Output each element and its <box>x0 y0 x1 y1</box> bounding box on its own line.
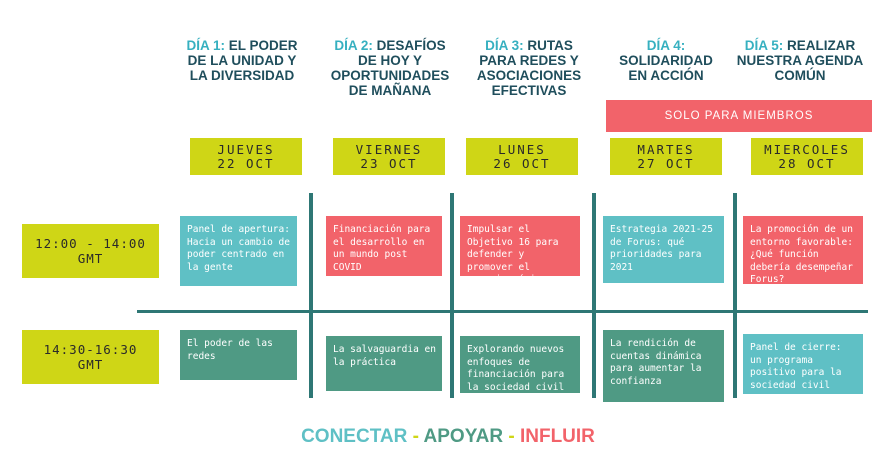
session-card: Impulsar el Objetivo 16 para defender y … <box>460 216 580 285</box>
day-5-label: DÍA 5: <box>744 38 784 53</box>
day-2-label: DÍA 2: <box>334 38 373 53</box>
date-label: 27 OCT <box>637 155 695 171</box>
session-card: Panel de cierre: un programa positivo pa… <box>743 334 863 394</box>
day-1-label: DÍA 1: <box>186 38 225 53</box>
time-zone: GMT <box>77 251 104 266</box>
date-box-thursday: JUEVES 22 OCT <box>190 138 302 175</box>
day-2-title: DÍA 2: DESAFÍOS DE HOY Y OPORTUNIDADES D… <box>330 38 450 98</box>
weekday-label: VIERNES <box>355 141 423 157</box>
session-card: Financiación para el desarrollo en un mu… <box>326 216 442 276</box>
date-box-monday: LUNES 26 OCT <box>466 138 578 175</box>
tagline: CONECTAR - APOYAR - INFLUIR <box>301 426 595 447</box>
date-box-wednesday: MIERCOLES 28 OCT <box>751 138 863 175</box>
grid-line-horizontal <box>137 310 868 313</box>
day-3-label: DÍA 3: <box>485 38 524 53</box>
day-1-title: DÍA 1: EL PODER DE LA UNIDAD Y LA DIVERS… <box>186 38 298 83</box>
time-range: 14:30-16:30 <box>43 342 138 357</box>
day-3-title: DÍA 3: RUTAS PARA REDES Y ASOCIACIONES E… <box>476 38 582 98</box>
grid-line-vertical-4 <box>733 193 737 398</box>
session-card: El poder de las redes <box>180 330 297 380</box>
tagline-influence: INFLUIR <box>519 426 595 447</box>
weekday-label: LUNES <box>498 141 546 157</box>
session-card: Explorando nuevos enfoques de financiaci… <box>460 336 580 393</box>
day-4-title: DÍA 4: SOLIDARIDAD EN ACCIÓN <box>619 38 713 83</box>
tagline-connect: CONECTAR <box>301 426 408 447</box>
date-label: 22 OCT <box>217 155 275 171</box>
time-slot-1: 12:00 - 14:00 GMT <box>22 224 159 278</box>
date-label: 23 OCT <box>360 155 418 171</box>
time-slot-2: 14:30-16:30 GMT <box>22 330 159 384</box>
session-card: La rendición de cuentas dinámica para au… <box>603 330 724 402</box>
session-card: Estrategia 2021-25 de Forus: qué priorid… <box>603 216 724 283</box>
session-card: La promoción de un entorno favorable: ¿Q… <box>743 216 863 285</box>
date-box-tuesday: MARTES 27 OCT <box>610 138 722 175</box>
time-zone: GMT <box>77 357 104 372</box>
weekday-label: MARTES <box>637 141 695 157</box>
session-card: Panel de apertura: Hacia un cambio de po… <box>180 216 297 286</box>
date-box-friday: VIERNES 23 OCT <box>333 138 445 175</box>
date-label: 28 OCT <box>778 155 836 171</box>
grid-line-vertical-3 <box>592 193 596 398</box>
weekday-label: JUEVES <box>217 141 275 157</box>
tagline-support: APOYAR <box>423 426 504 447</box>
session-card: La salvaguardia en la práctica <box>326 336 442 391</box>
weekday-label: MIERCOLES <box>764 141 850 157</box>
day-4-label: DÍA 4: <box>646 38 686 53</box>
date-label: 26 OCT <box>493 155 551 171</box>
grid-line-vertical-1 <box>309 193 313 398</box>
grid-line-vertical-2 <box>450 193 454 398</box>
time-range: 12:00 - 14:00 <box>35 236 146 251</box>
members-only-banner: SOLO PARA MIEMBROS <box>606 100 872 132</box>
day-5-title: DÍA 5: REALIZAR NUESTRA AGENDA COMÚN <box>736 38 864 83</box>
